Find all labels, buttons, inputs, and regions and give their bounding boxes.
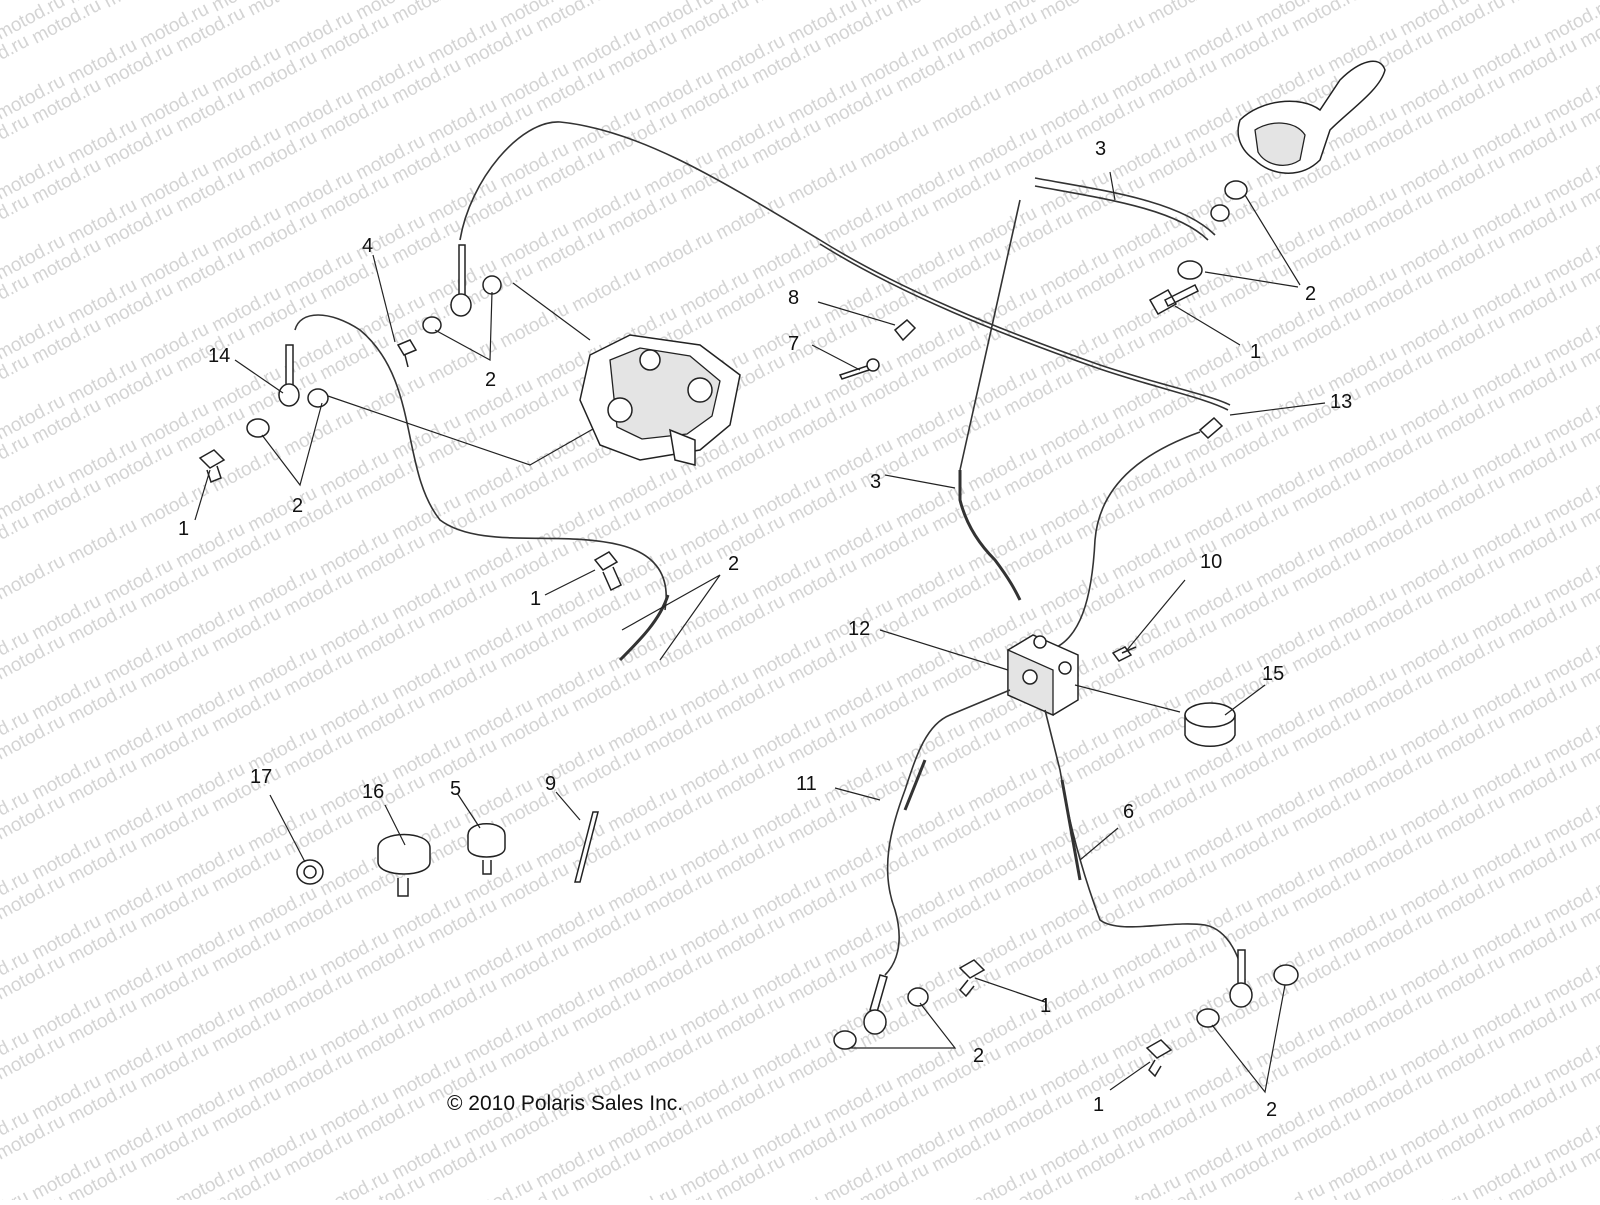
callout-16: 16 bbox=[362, 781, 384, 803]
watermark-text: motod.ru bbox=[352, 371, 428, 425]
callout-1-bottom-right: 1 bbox=[1093, 1094, 1104, 1116]
watermark-text: motod.ru bbox=[0, 0, 33, 4]
banjo-bottom-right-eye bbox=[1230, 983, 1252, 1007]
watermark-text: motod.ru bbox=[496, 299, 572, 353]
watermark-text: motod.ru bbox=[0, 1187, 33, 1200]
callout-11: 11 bbox=[796, 773, 817, 795]
callout-2-left: 2 bbox=[292, 495, 303, 517]
bolt-left bbox=[200, 450, 224, 482]
watermark-text: motod.ru bbox=[244, 0, 320, 20]
callout-13: 13 bbox=[1330, 391, 1352, 413]
banjo-upper bbox=[459, 245, 465, 295]
callout-2-upper-left: 2 bbox=[485, 369, 496, 391]
callout-17: 17 bbox=[250, 766, 272, 788]
washer-top-right-b bbox=[1178, 261, 1202, 279]
watermark-text: motod.ru bbox=[1396, 1187, 1472, 1200]
watermark-text: motod.ru bbox=[1504, 0, 1580, 8]
banjo-top-right bbox=[1211, 205, 1229, 221]
watermark-text: motod.ru bbox=[1252, 1179, 1328, 1200]
callout-10: 10 bbox=[1200, 551, 1222, 573]
callout-14: 14 bbox=[208, 345, 230, 367]
watermark-text: motod.ru bbox=[64, 515, 140, 569]
callout-1-mid-left: 1 bbox=[530, 588, 541, 610]
washer-bottom-mid-b bbox=[834, 1031, 856, 1049]
watermark-text: motod.ru bbox=[1036, 0, 1112, 24]
callout-6: 6 bbox=[1123, 801, 1134, 823]
washer-left-b bbox=[247, 419, 269, 437]
callout-1-left: 1 bbox=[178, 518, 189, 540]
clamp-5 bbox=[468, 824, 505, 874]
washer-bottom-right-a bbox=[1274, 965, 1298, 985]
banjo-bottom-right bbox=[1238, 950, 1245, 985]
watermark-text: motod.ru bbox=[784, 155, 860, 209]
watermark-text: motod.ru bbox=[640, 227, 716, 281]
watermark-text: motod.ru bbox=[568, 263, 644, 317]
callout-1-bottom-mid: 1 bbox=[1040, 995, 1051, 1017]
callout-9: 9 bbox=[545, 773, 556, 795]
watermark-text: motod.ru bbox=[0, 551, 69, 605]
callout-2-top-right: 2 bbox=[1305, 283, 1316, 305]
callout-8: 8 bbox=[788, 287, 799, 309]
washer-upper-left-b bbox=[483, 276, 501, 294]
callout-3-mid: 3 bbox=[870, 471, 881, 493]
watermark-text: motod.ru bbox=[136, 479, 212, 533]
watermark-text: motod.ru bbox=[460, 1175, 536, 1200]
banjo-14 bbox=[286, 345, 293, 385]
watermark-text: motod.ru bbox=[1072, 11, 1148, 65]
watermark-text: motod.ru bbox=[892, 0, 968, 16]
banjo-bottom-left-eye bbox=[864, 1010, 886, 1034]
watermark-text: motod.ru bbox=[1144, 0, 1220, 28]
fitting-4 bbox=[398, 340, 416, 367]
callout-3-top: 3 bbox=[1095, 138, 1106, 160]
plug-15-top bbox=[1185, 703, 1235, 727]
watermark-text: motod.ru bbox=[748, 0, 824, 8]
watermark-text: motod.ru bbox=[100, 0, 176, 12]
watermark-text: motod.ru bbox=[1000, 47, 1076, 101]
washer-bottom-mid-a bbox=[908, 988, 928, 1006]
banjo-14-eye bbox=[279, 384, 299, 406]
banjo-upper-eye bbox=[451, 294, 471, 316]
grommet-17-inner bbox=[304, 866, 316, 878]
callout-7: 7 bbox=[788, 333, 799, 355]
callout-2-bottom-right: 2 bbox=[1266, 1099, 1277, 1121]
clip-8 bbox=[895, 320, 915, 340]
watermark-text: motod.ru bbox=[928, 83, 1004, 137]
copyright-notice: © 2010 Polaris Sales Inc. bbox=[447, 1092, 683, 1115]
callout-1-top-right: 1 bbox=[1250, 341, 1261, 363]
watermark-text: motod.ru bbox=[748, 1191, 824, 1200]
washer-left-a bbox=[308, 389, 328, 407]
watermark-text: motod.ru bbox=[604, 1183, 680, 1200]
callout-5: 5 bbox=[450, 778, 461, 800]
watermark-text: motod.ru bbox=[856, 119, 932, 173]
callout-2-bottom-mid: 2 bbox=[973, 1045, 984, 1067]
callout-15: 15 bbox=[1262, 663, 1284, 685]
watermark-text: motod.ru bbox=[208, 443, 284, 497]
callout-2-mid-left: 2 bbox=[728, 553, 739, 575]
washer-bottom-right-b bbox=[1197, 1009, 1219, 1027]
washer-upper-left-a bbox=[423, 317, 441, 333]
callout-4: 4 bbox=[362, 235, 373, 257]
washer-top-right-a bbox=[1225, 181, 1247, 199]
watermark-text: motod.ru bbox=[388, 0, 464, 28]
rivet-7-head bbox=[867, 359, 879, 371]
callout-12: 12 bbox=[848, 618, 870, 640]
